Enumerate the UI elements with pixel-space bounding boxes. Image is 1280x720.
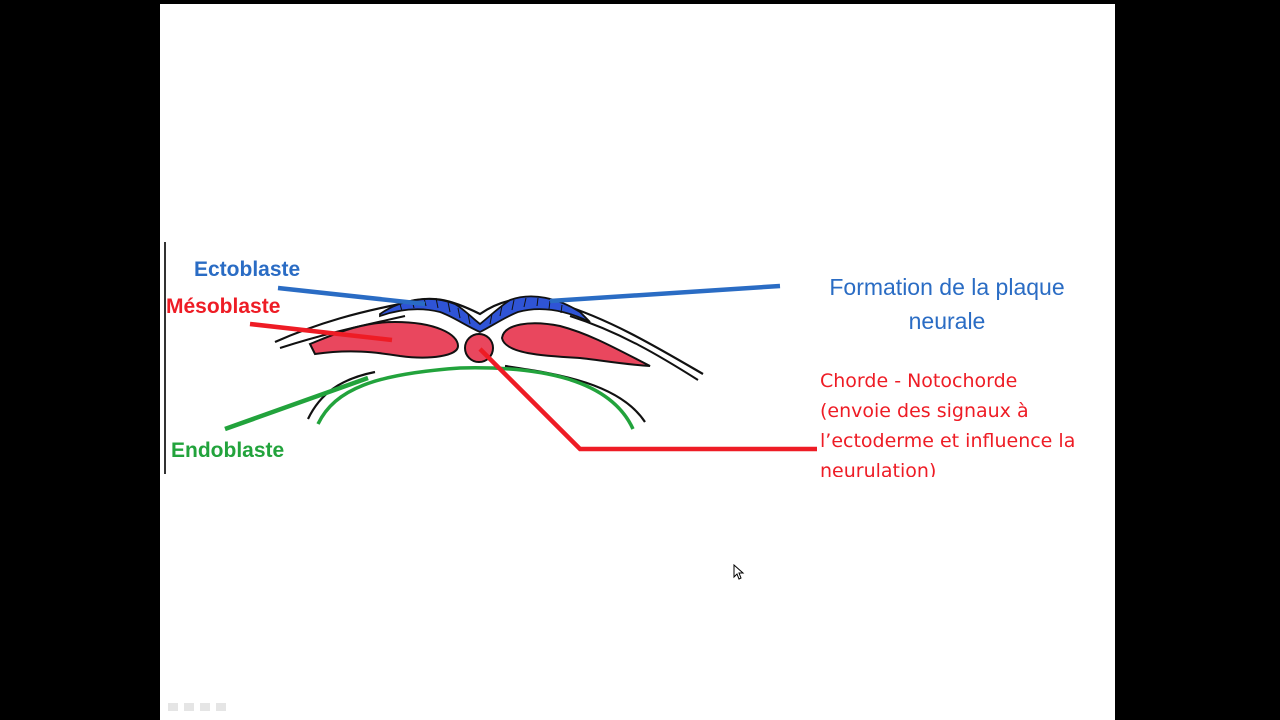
plaque-pointer xyxy=(550,286,780,301)
embryo-cross-section-diagram xyxy=(160,4,1115,720)
label-chorde: Chorde - Notochorde (envoie des signaux … xyxy=(820,366,1110,477)
label-chorde-line1: Chorde - Notochorde xyxy=(820,366,1110,396)
label-plaque-line1: Formation de la plaque xyxy=(782,270,1112,304)
chorde-pointer xyxy=(480,349,817,449)
slideshow-toolbar[interactable] xyxy=(168,700,248,714)
label-chorde-line3: l’ectoderme et influence la xyxy=(820,426,1110,456)
label-chorde-line2: (envoie des signaux à xyxy=(820,396,1110,426)
label-ectoblaste: Ectoblaste xyxy=(194,258,300,282)
ectoblaste-pointer xyxy=(278,288,425,304)
label-chorde-line4: neurulation) xyxy=(820,456,1110,477)
endoblaste-pointer xyxy=(225,378,368,429)
label-endoblaste: Endoblaste xyxy=(171,439,284,463)
label-plaque-neurale: Formation de la plaque neurale xyxy=(782,270,1112,338)
label-mesoblaste: Mésoblaste xyxy=(166,295,280,319)
slide: Ectoblaste Mésoblaste Endoblaste Formati… xyxy=(160,4,1115,720)
label-plaque-line2: neurale xyxy=(782,304,1112,338)
mouse-pointer-icon xyxy=(733,564,745,580)
mesoblaste-right xyxy=(502,323,650,366)
